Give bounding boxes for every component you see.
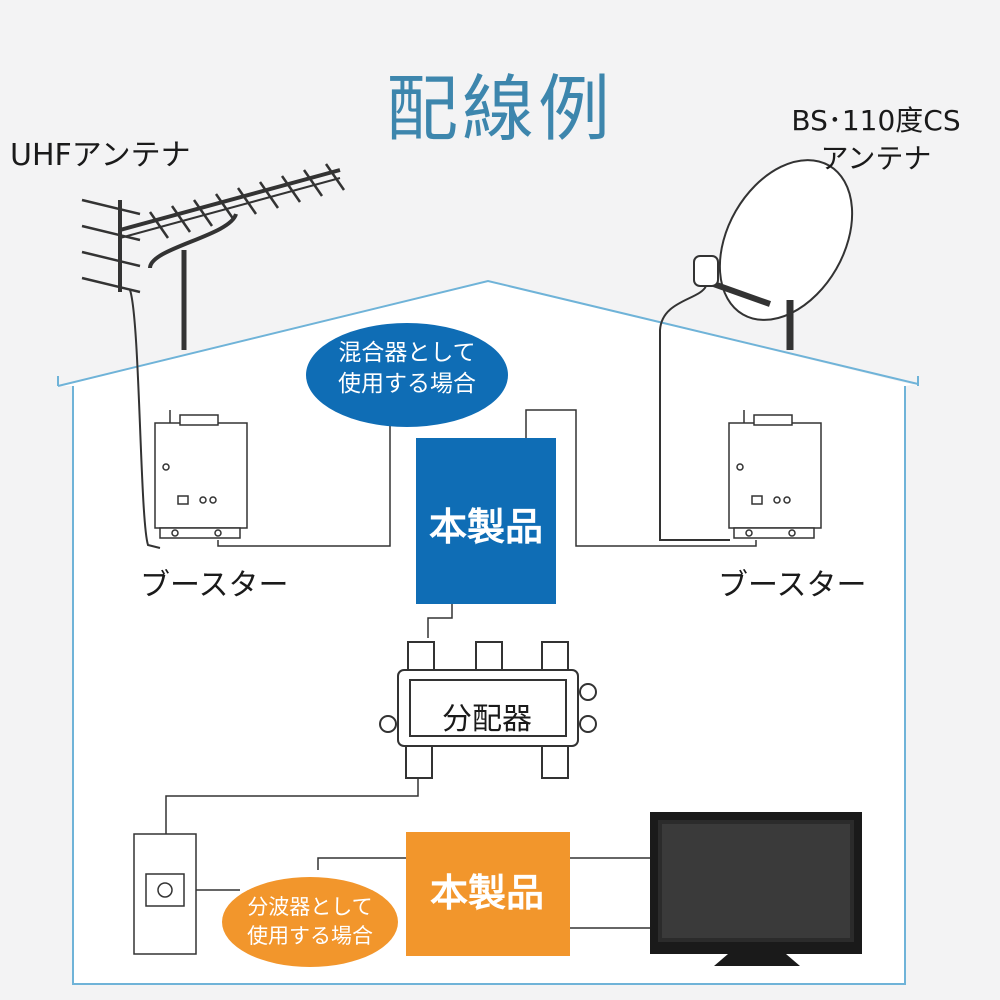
mixer-callout-line1: 混合器として bbox=[338, 340, 476, 366]
demux-callout-text: 分波器として 使用する場合 bbox=[224, 893, 396, 951]
wall-outlet-icon bbox=[133, 833, 197, 955]
demux-callout-line2: 使用する場合 bbox=[247, 924, 373, 948]
demux-callout-line1: 分波器として bbox=[247, 895, 373, 919]
bs-antenna-label-line1: BS･110度CS bbox=[791, 104, 961, 137]
tv-icon bbox=[650, 812, 862, 966]
uhf-antenna-label: UHFアンテナ bbox=[10, 138, 191, 173]
splitter-label: 分配器 bbox=[442, 702, 532, 737]
house-roof bbox=[57, 279, 919, 387]
mixer-callout-bubble bbox=[306, 323, 508, 427]
product-box-top bbox=[416, 438, 556, 604]
demux-callout-bubble bbox=[222, 877, 398, 967]
booster-icon bbox=[728, 410, 822, 539]
mixer-callout-text: 混合器として 使用する場合 bbox=[312, 338, 502, 400]
booster-left-label: ブースター bbox=[140, 568, 289, 603]
page-title: 配線例 bbox=[385, 67, 614, 151]
product-box-bottom bbox=[406, 832, 570, 956]
product-top-label: 本製品 bbox=[428, 505, 543, 549]
bs-antenna-label-line2: アンテナ bbox=[820, 142, 932, 175]
booster-icon bbox=[154, 410, 248, 539]
house-outline bbox=[58, 281, 918, 984]
splitter-icon bbox=[379, 641, 597, 779]
mixer-callout-line2: 使用する場合 bbox=[338, 371, 476, 397]
product-bottom-label: 本製品 bbox=[429, 871, 544, 915]
satellite-dish-icon bbox=[659, 159, 854, 541]
bs-antenna-label: BS･110度CS アンテナ bbox=[762, 102, 990, 178]
uhf-antenna-icon bbox=[81, 163, 346, 549]
booster-right-label: ブースター bbox=[718, 568, 867, 603]
